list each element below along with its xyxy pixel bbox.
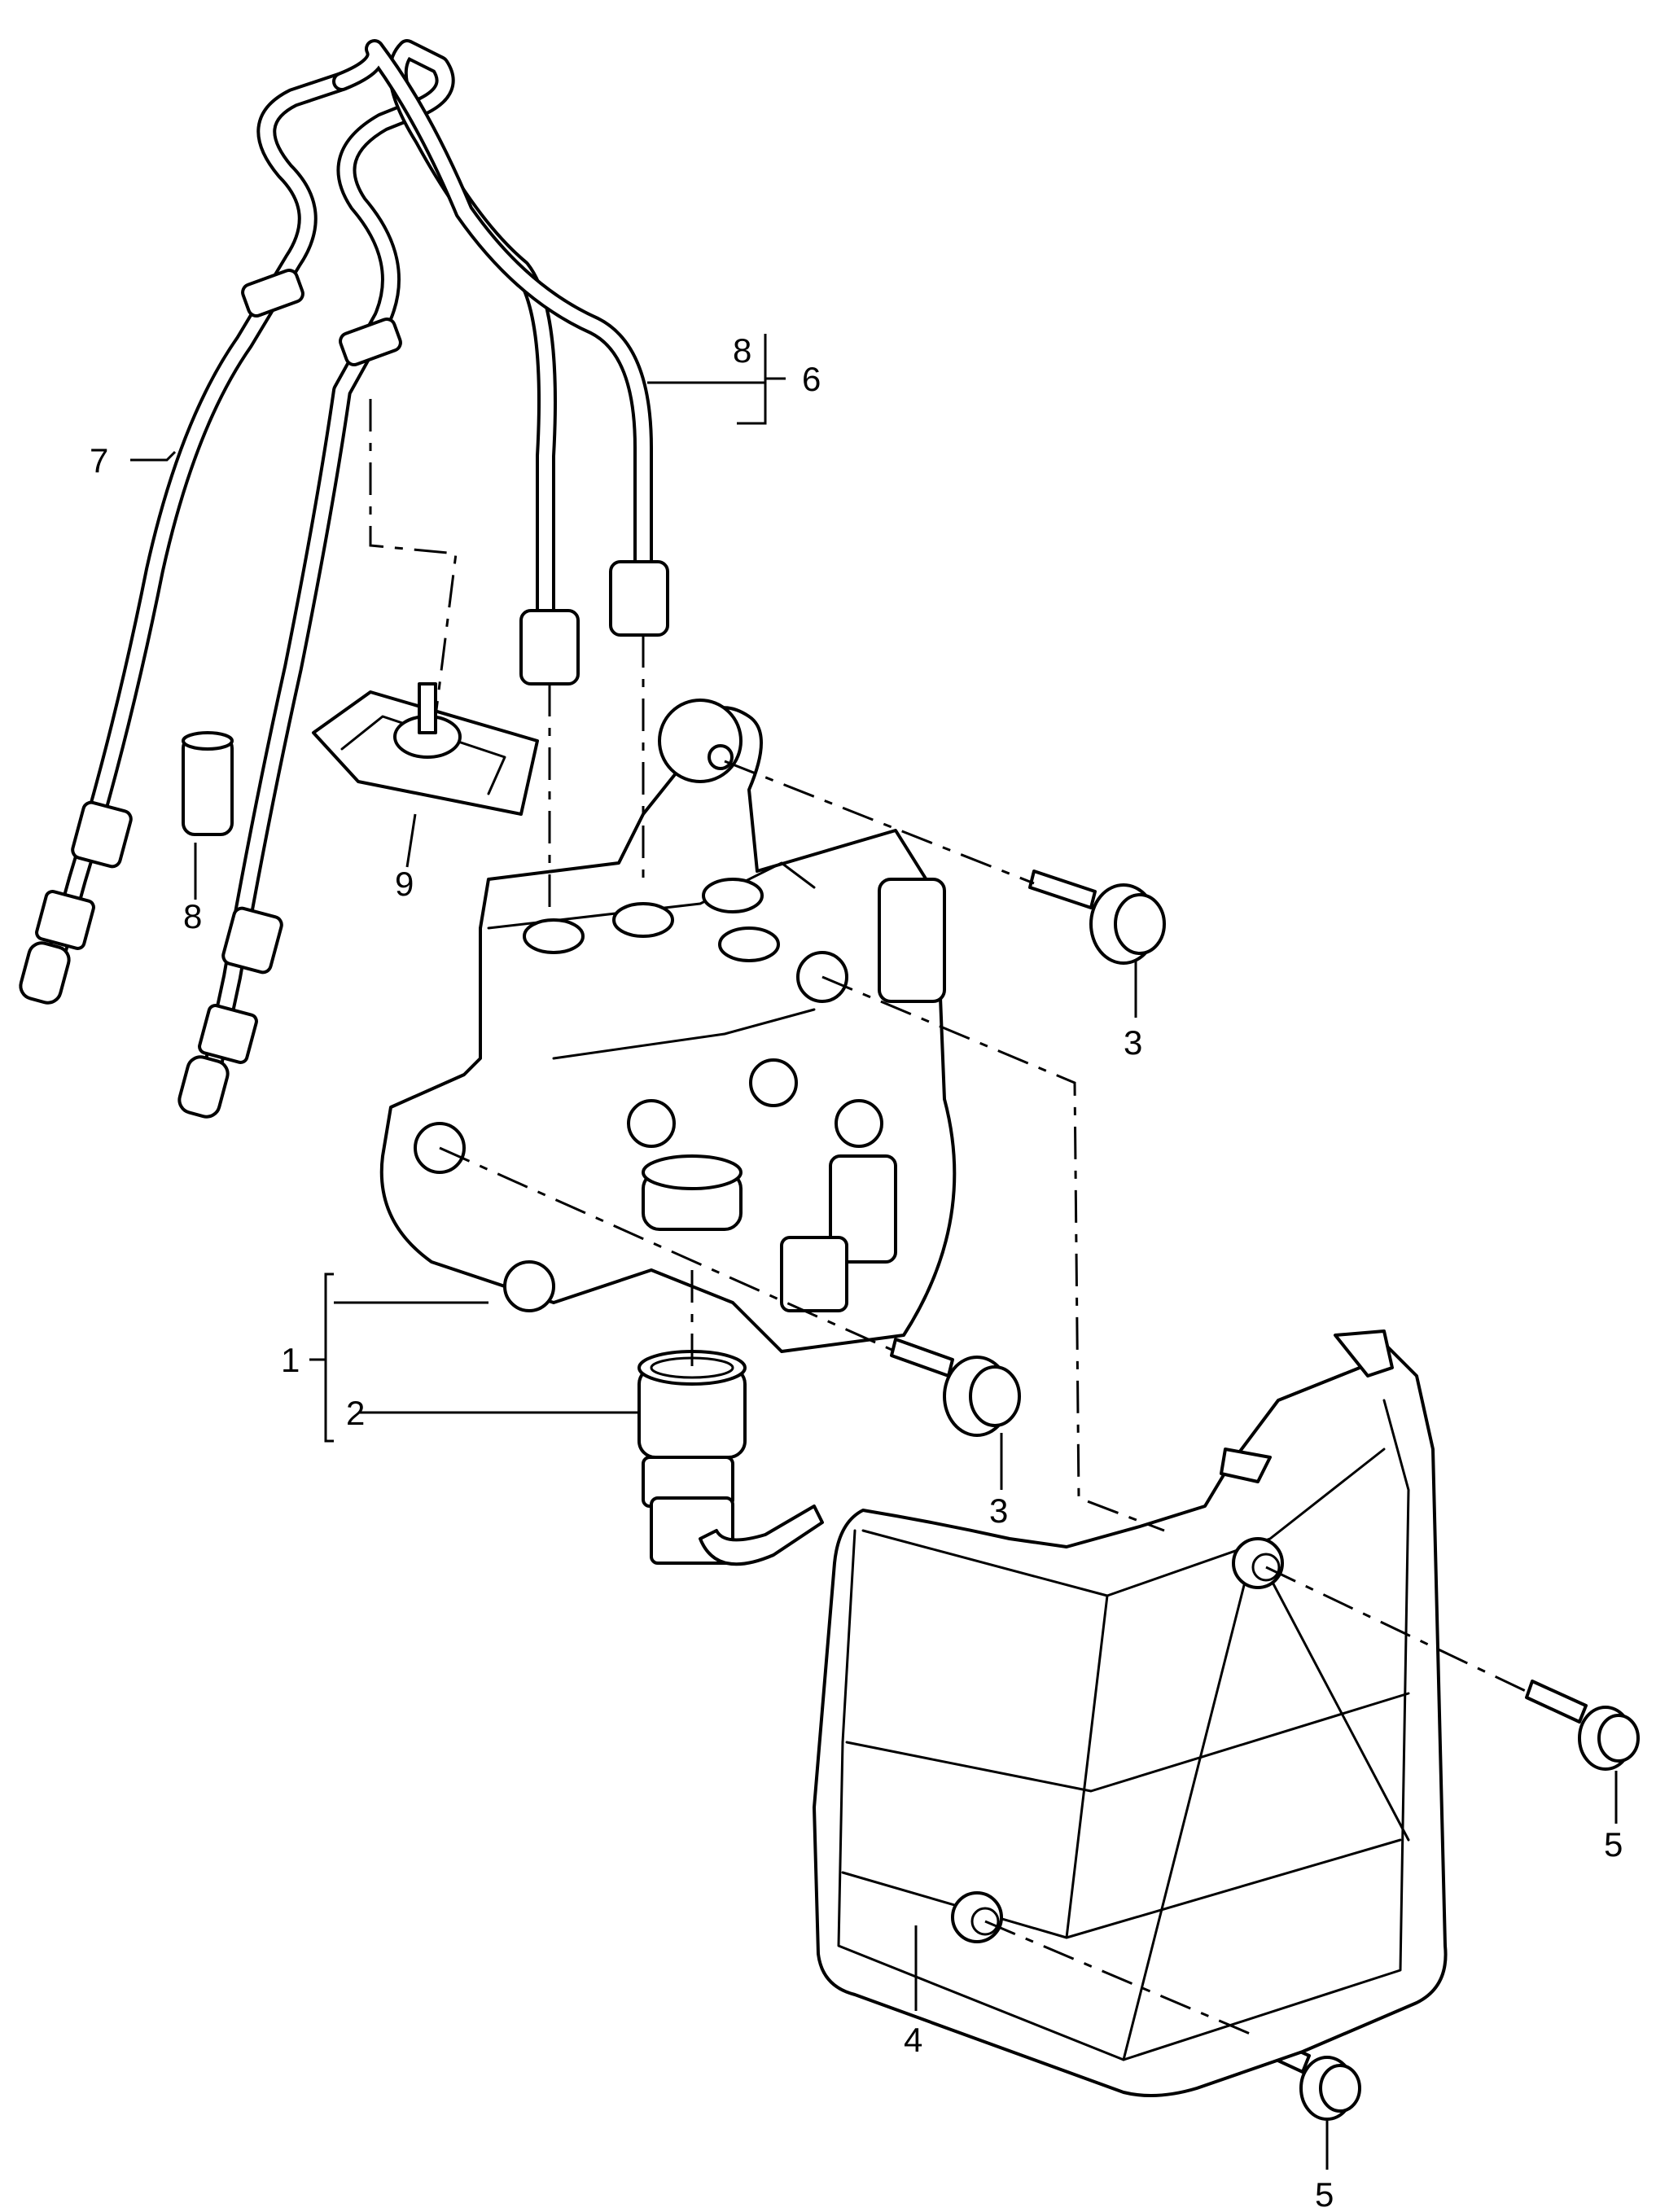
cover-shield xyxy=(813,1329,1448,2097)
assembly-lines xyxy=(369,399,1531,2037)
hose-bracket xyxy=(312,682,539,816)
fuel-hose-assembly xyxy=(19,39,669,1119)
callout-9: 9 xyxy=(395,865,414,903)
callout-1: 1 xyxy=(281,1341,300,1379)
bolt-middle xyxy=(890,1338,1021,1437)
callout-8-sleeve: 8 xyxy=(183,897,202,935)
pressure-sensor xyxy=(637,1350,824,1566)
callout-labels: 1 2 3 3 4 5 5 6 7 8 8 9 xyxy=(90,331,1623,2212)
callout-8-bracket: 8 xyxy=(733,331,751,370)
leader-lines xyxy=(130,334,1618,2170)
callout-5-right: 5 xyxy=(1604,1825,1623,1864)
bolt-right xyxy=(1525,1680,1640,1771)
hose-sleeve xyxy=(182,731,234,836)
callout-5-lower: 5 xyxy=(1315,2175,1334,2212)
callout-7: 7 xyxy=(90,441,108,480)
callout-6: 6 xyxy=(802,360,821,398)
callout-3-upper: 3 xyxy=(1124,1023,1142,1062)
valve-body xyxy=(379,699,957,1353)
callout-3-middle: 3 xyxy=(989,1491,1008,1530)
bolt-upper xyxy=(1028,869,1166,965)
callout-4: 4 xyxy=(904,2021,922,2059)
callout-2: 2 xyxy=(346,1394,365,1432)
